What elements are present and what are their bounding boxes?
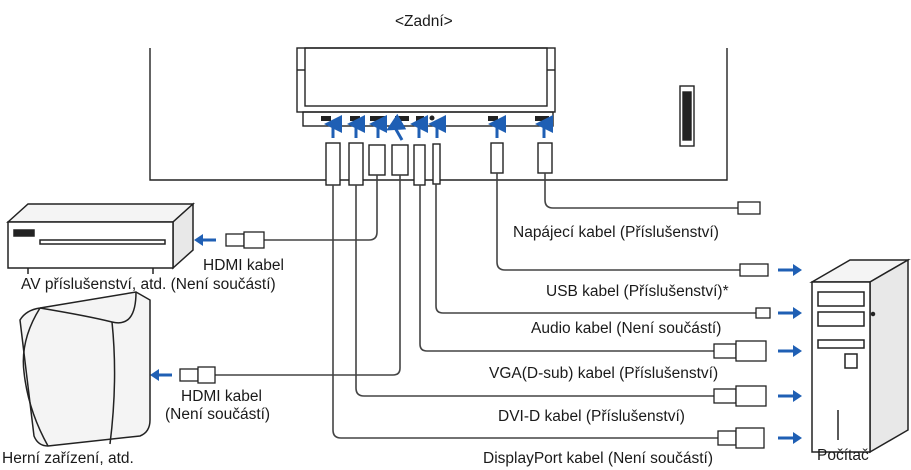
computer-label: Počítač (817, 447, 869, 464)
av-device-icon (6, 202, 195, 274)
game-device-label: Herní zařízení, atd. (2, 450, 134, 467)
audio-cable-label: Audio kabel (Není součástí) (531, 320, 722, 337)
usb-cable-label: USB kabel (Příslušenství)* (546, 283, 729, 300)
ports-row (321, 115, 549, 121)
dvi-cable-label: DVI-D kabel (Příslušenství) (498, 408, 685, 425)
end-connectors (713, 201, 771, 449)
av-device-label: AV příslušenství, atd. (Není součástí) (21, 276, 276, 293)
game-console-icon (19, 291, 151, 447)
view-title: <Zadní> (395, 13, 453, 30)
cable-lines (215, 173, 756, 439)
vga-cable-label: VGA(D-sub) kabel (Příslušenství) (489, 365, 719, 382)
pc-arrows (778, 264, 802, 444)
port-arrows (324, 113, 553, 141)
computer-icon (809, 258, 911, 454)
device-arrows (150, 234, 216, 381)
game-hdmi-note: (Není součástí) (165, 406, 271, 423)
plugged-connectors (325, 142, 553, 186)
game-hdmi-label: HDMI kabel (181, 388, 262, 405)
displayport-cable-label: DisplayPort kabel (Není součástí) (483, 450, 714, 467)
av-hdmi-label: HDMI kabel (203, 257, 284, 274)
hdmi-plugs (179, 231, 265, 384)
power-cable-label: Napájecí kabel (Příslušenství) (513, 224, 719, 241)
